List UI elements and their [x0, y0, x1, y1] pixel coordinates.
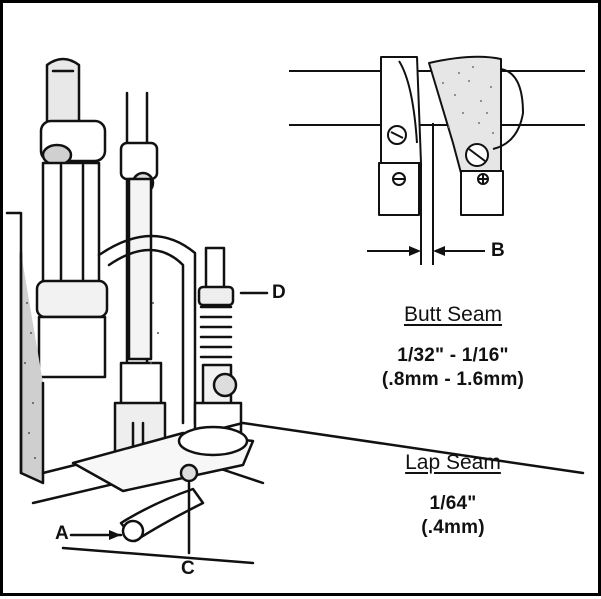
butt-seam-title: Butt Seam: [403, 303, 503, 326]
butt-seam-spec: Butt Seam 1/32" - 1/16" (.8mm - 1.6mm): [355, 303, 551, 391]
callout-c-label: C: [181, 558, 195, 579]
lap-seam-title: Lap Seam: [405, 451, 501, 474]
needle-assembly-illustration: [5, 55, 585, 565]
lap-seam-metric: (.4mm): [421, 517, 485, 538]
butt-seam-metric: (.8mm - 1.6mm): [381, 369, 525, 390]
lap-seam-fraction: 1/64": [429, 493, 477, 514]
butt-seam-fraction: 1/32" - 1/16": [397, 345, 509, 366]
callout-d-label: D: [272, 282, 286, 303]
callout-b-label: B: [491, 240, 505, 261]
callout-a-label: A: [55, 523, 69, 544]
lap-seam-spec: Lap Seam 1/64" (.4mm): [373, 451, 533, 539]
